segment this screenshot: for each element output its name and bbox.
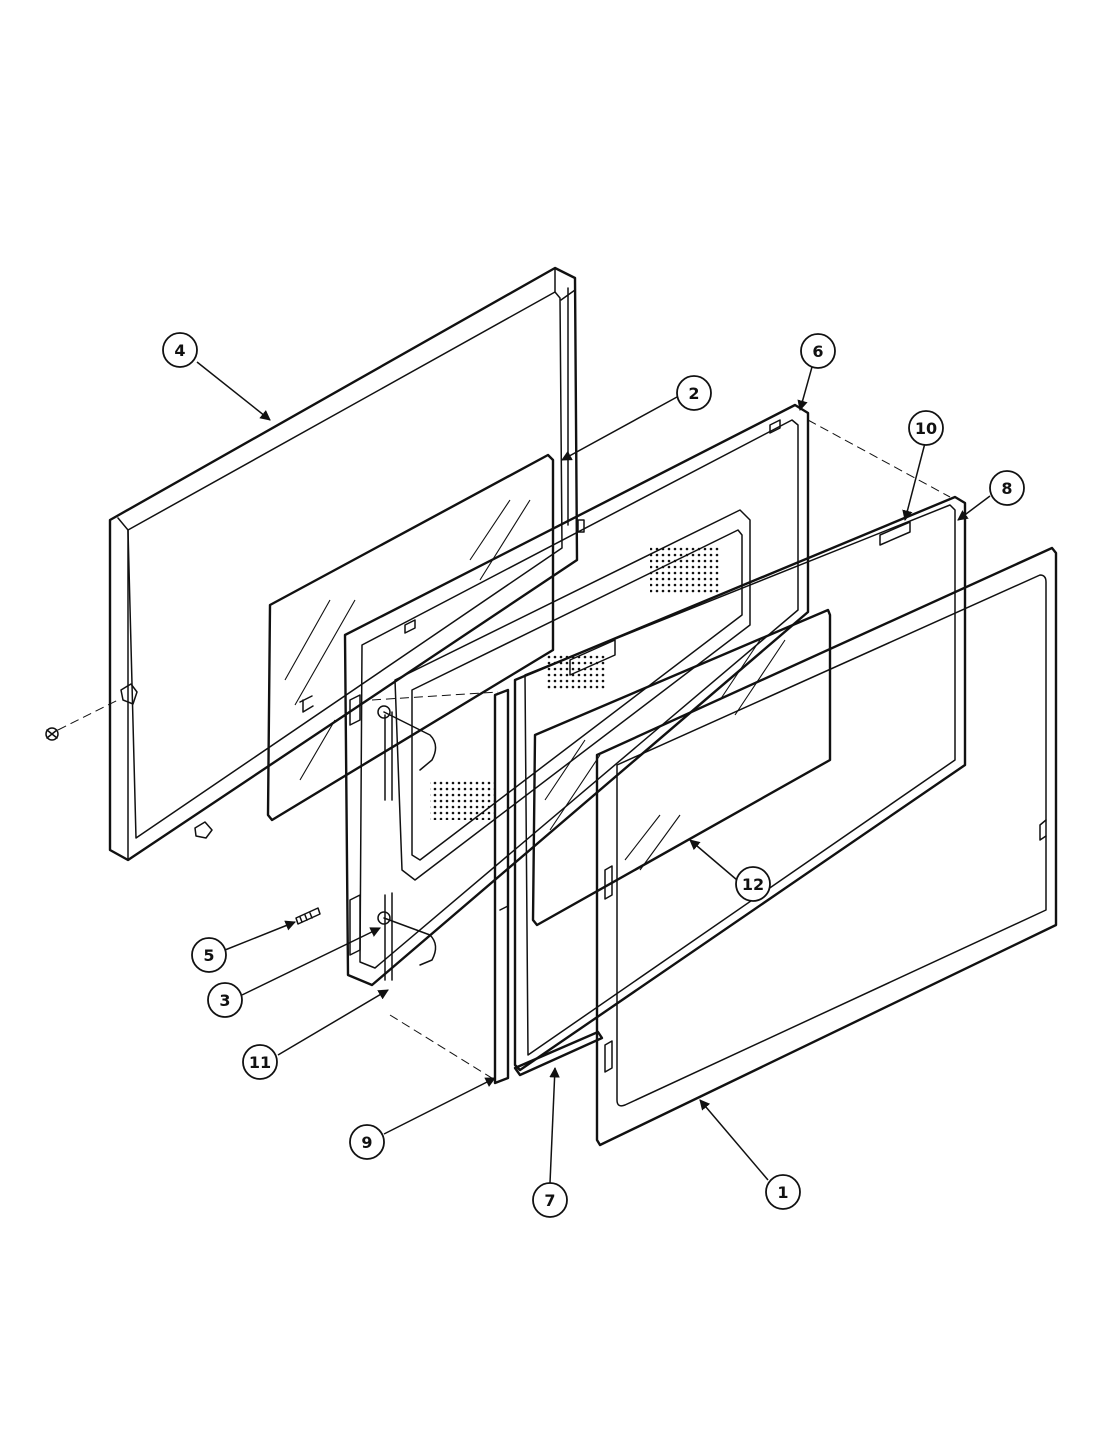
svg-text:4: 4	[174, 341, 185, 360]
callouts: 4 2 6 10 8 12 5 3	[162, 332, 1025, 1218]
part-5-screw	[295, 907, 321, 925]
part-1-front-frame	[595, 546, 1058, 1147]
svg-text:8: 8	[1001, 479, 1012, 498]
svg-text:6: 6	[812, 342, 823, 361]
callout-10: 10	[908, 410, 944, 446]
callout-8: 8	[989, 470, 1025, 506]
callout-9: 9	[349, 1124, 385, 1160]
part-6-door-liner	[343, 403, 810, 987]
part-4-door-panel	[108, 266, 585, 862]
part-3-hinge	[377, 705, 437, 981]
svg-text:10: 10	[915, 419, 937, 438]
svg-text:7: 7	[544, 1191, 555, 1210]
callout-6: 6	[800, 333, 836, 369]
part-8-inner-frame	[513, 495, 967, 1072]
callout-12: 12	[735, 866, 771, 902]
callout-11: 11	[242, 1044, 278, 1080]
screw-icon	[45, 699, 119, 741]
svg-text:1: 1	[777, 1183, 788, 1202]
part-9-side-channel	[493, 688, 510, 1085]
part-7-bottom-strip	[513, 1030, 604, 1077]
svg-text:12: 12	[742, 875, 764, 894]
part-2-inner-glass	[266, 453, 555, 822]
svg-text:11: 11	[249, 1053, 271, 1072]
callout-4: 4	[162, 332, 198, 368]
part-12-window-glass	[531, 608, 832, 927]
svg-text:2: 2	[688, 384, 699, 403]
callout-1: 1	[765, 1174, 801, 1210]
callout-5: 5	[191, 937, 227, 973]
callout-3: 3	[207, 982, 243, 1018]
svg-text:5: 5	[203, 946, 214, 965]
svg-text:3: 3	[219, 991, 230, 1010]
callout-7: 7	[532, 1182, 568, 1218]
construction-lines	[371, 419, 951, 1081]
svg-text:9: 9	[361, 1133, 372, 1152]
callout-2: 2	[676, 375, 712, 411]
